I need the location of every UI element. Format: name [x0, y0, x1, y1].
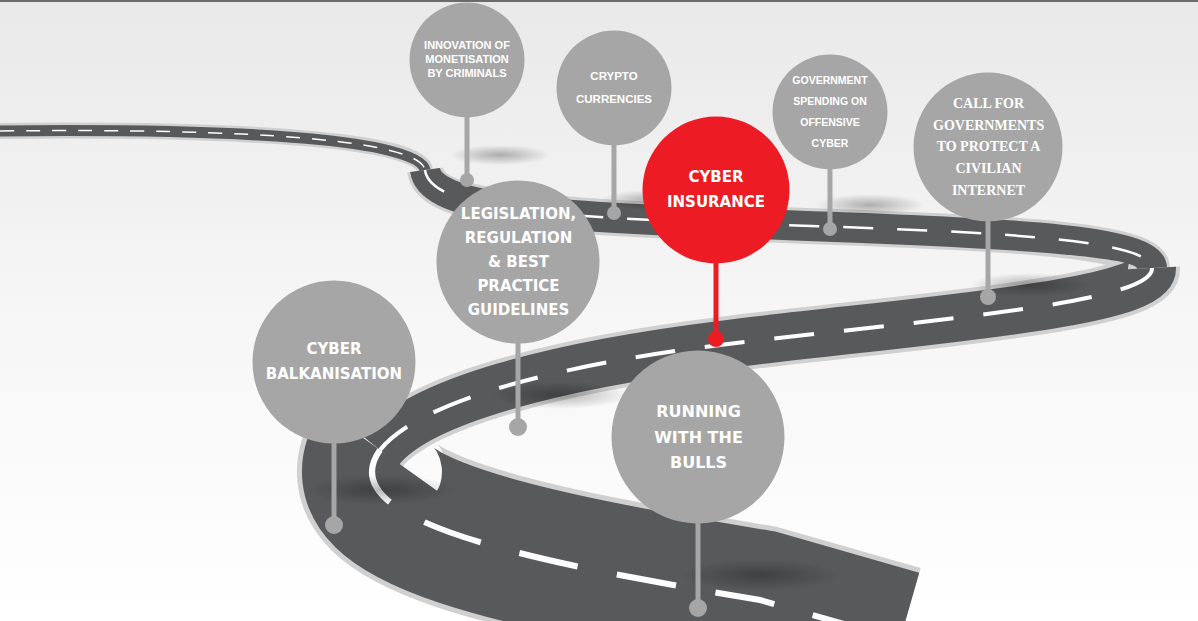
circle-outline [642, 116, 790, 264]
pin-dot-highlight [708, 331, 724, 347]
pin-stem [334, 110, 988, 607]
pin-stem-highlight [714, 255, 719, 338]
circle-outline [772, 54, 888, 170]
milestone-label: RUNNING WITH THE BULLS [634, 399, 763, 476]
milestone-circle: CYBER BALKANISATION [252, 280, 416, 444]
circle-outline [252, 280, 416, 444]
milestone-label: CYBER BALKANISATION [264, 337, 404, 387]
milestone-label: CYBER INSURANCE [661, 165, 771, 215]
milestone-label: INNOVATION OF MONETISATION BY CRIMINALS [424, 39, 510, 80]
milestone-circle: CRYPTO CURRENCIES [556, 30, 672, 146]
circle-outline [556, 30, 672, 146]
pin-dot [325, 173, 996, 617]
milestone-circle: LEGISLATION, REGULATION & BEST PRACTICE … [436, 180, 600, 344]
milestone-circle: INNOVATION OF MONETISATION BY CRIMINALS [409, 2, 525, 118]
milestone-label: CRYPTO CURRENCIES [571, 65, 657, 111]
milestone-label: CALL FOR GOVERNMENTS TO PROTECT A CIVILI… [933, 93, 1044, 201]
highlight-circle: CYBER INSURANCE [642, 116, 790, 264]
milestone-circle: CALL FOR GOVERNMENTS TO PROTECT A CIVILI… [913, 72, 1063, 222]
milestone-circle: GOVERNMENT SPENDING ON OFFENSIVE CYBER [772, 54, 888, 170]
milestone-label: LEGISLATION, REGULATION & BEST PRACTICE … [458, 202, 579, 322]
milestone-circle: RUNNING WITH THE BULLS [611, 350, 785, 524]
top-rule [0, 0, 1198, 2]
milestone-label: GOVERNMENT SPENDING ON OFFENSIVE CYBER [787, 70, 873, 154]
